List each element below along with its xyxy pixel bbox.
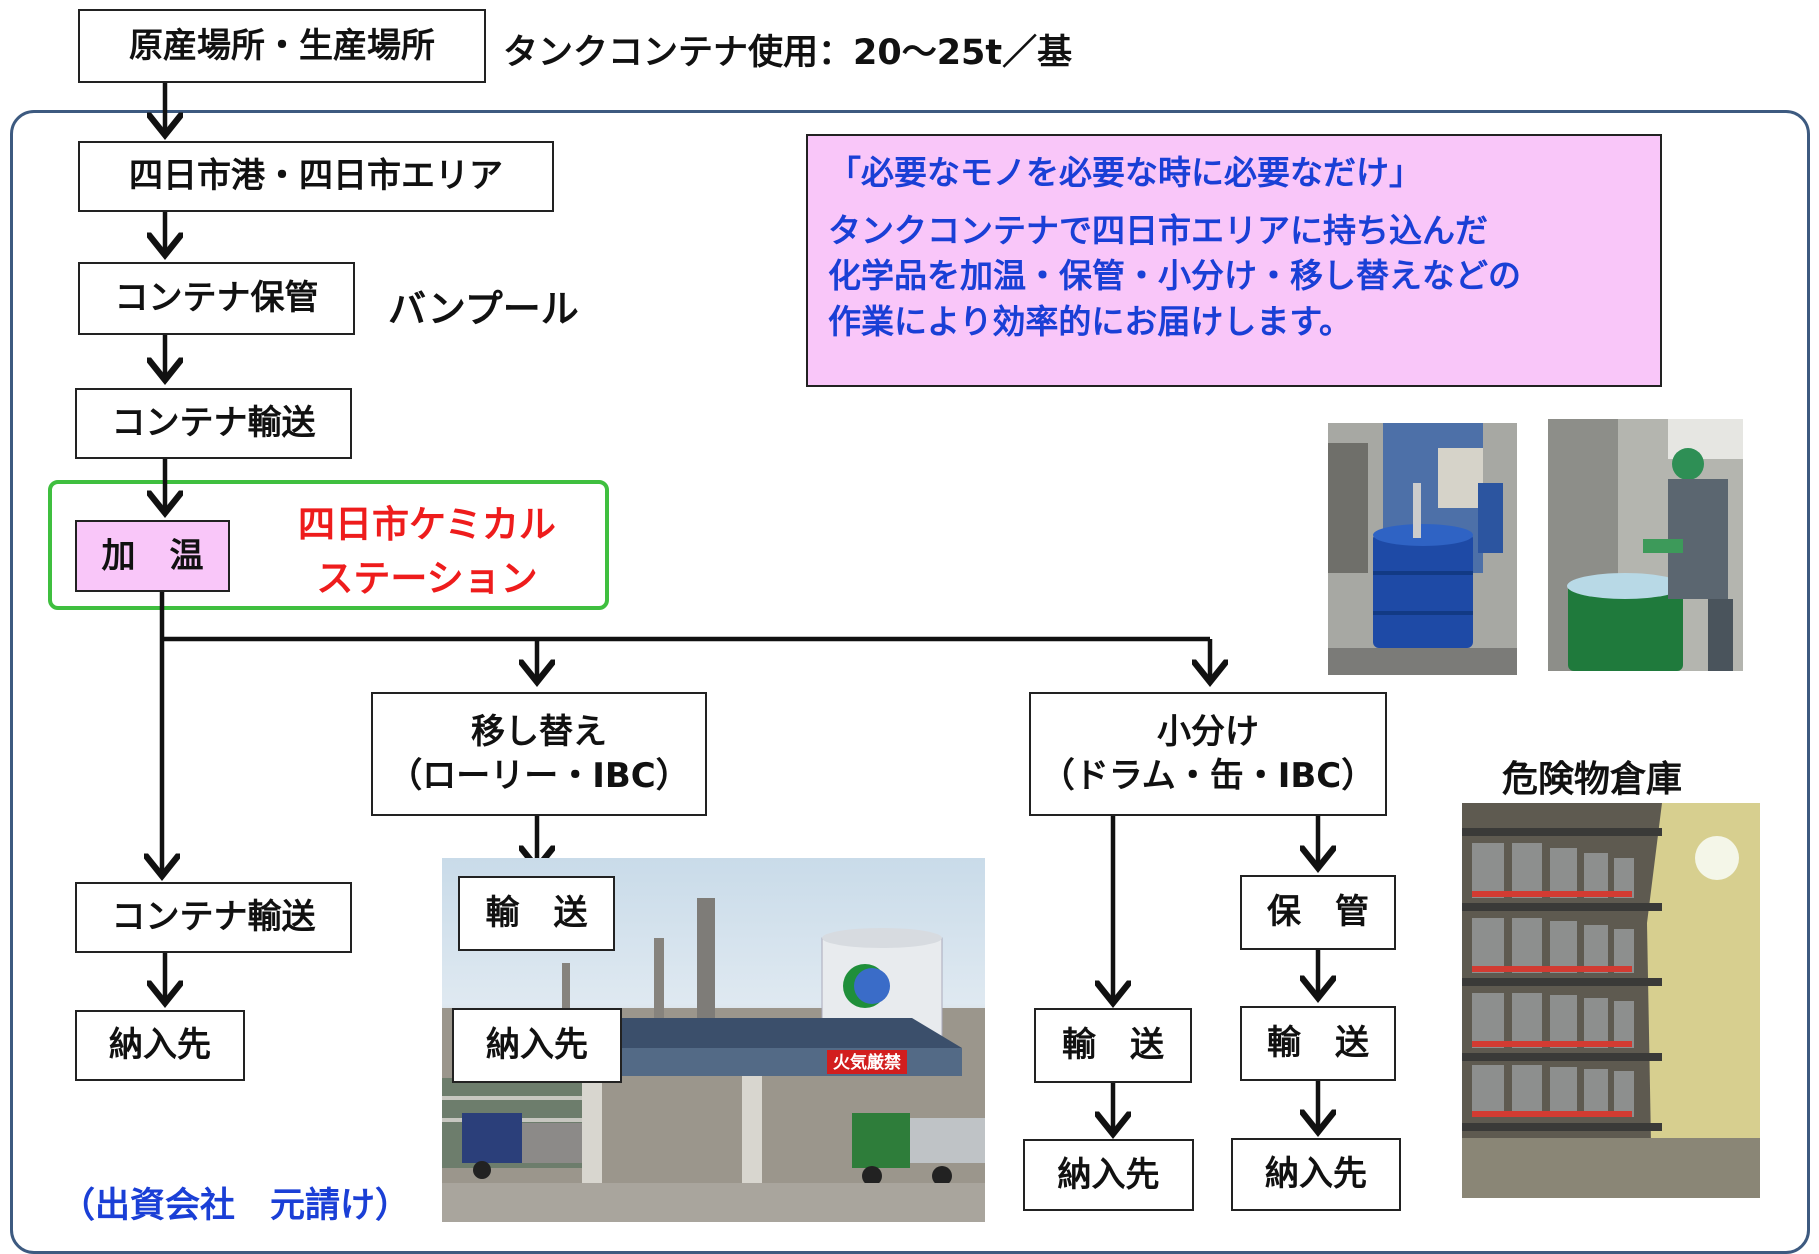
tank-note: タンクコンテナ使用：20～25t／基 [503, 33, 1073, 73]
split-transport-label: 輸 送 [1062, 1025, 1164, 1066]
transport-box: コンテナ輸送 [75, 388, 352, 459]
message-line3: 作業により効率的にお届けします。 [828, 301, 1353, 341]
message-line2: 化学品を加温・保管・小分け・移し替えなどの [828, 256, 1521, 296]
split-delivery-label: 納入先 [1057, 1154, 1160, 1195]
heating-box: 加 温 [75, 520, 230, 592]
keep-transport-box: 輸 送 [1240, 1006, 1396, 1081]
transfer-box: 移し替え （ローリー・IBC） [371, 692, 707, 816]
keep-label: 保 管 [1267, 892, 1369, 933]
keep-delivery-box: 納入先 [1231, 1138, 1401, 1211]
message-line1: タンクコンテナで四日市エリアに持ち込んだ [828, 210, 1488, 250]
drum-filling-photo [1328, 423, 1517, 675]
split-box: 小分け （ドラム・缶・IBC） [1029, 692, 1387, 816]
station-line1: 四日市ケミカル [298, 503, 556, 546]
investor-note: （出資会社 元請け） [60, 1186, 411, 1226]
split-transport-box: 輸 送 [1034, 1008, 1192, 1083]
transport-label: コンテナ輸送 [111, 403, 316, 444]
outer-frame [10, 110, 1810, 1254]
heating-label: 加 温 [101, 535, 204, 576]
storage-box: コンテナ保管 [78, 262, 355, 335]
left-delivery-label: 納入先 [109, 1025, 211, 1066]
station-line2: ステーション [316, 556, 538, 600]
warehouse-drawing [1462, 803, 1760, 1198]
transfer-delivery-box: 納入先 [452, 1008, 622, 1083]
transfer-line1: 移し替え [471, 711, 607, 752]
source-box: 原産場所・生産場所 [78, 9, 486, 83]
split-line2: （ドラム・缶・IBC） [1040, 756, 1376, 796]
port-label: 四日市港・四日市エリア [129, 156, 503, 197]
chemical-station-frame [48, 480, 609, 610]
keep-transport-label: 輸 送 [1267, 1023, 1369, 1064]
keep-box: 保 管 [1240, 875, 1396, 950]
transfer-line2: （ローリー・IBC） [388, 756, 690, 796]
left-transport-label: コンテナ輸送 [111, 897, 316, 938]
split-line1: 小分け [1157, 711, 1259, 752]
left-transport-box: コンテナ輸送 [75, 882, 352, 953]
source-label: 原産場所・生産場所 [129, 25, 435, 66]
transfer-transport-label: 輸 送 [485, 893, 588, 934]
port-box: 四日市港・四日市エリア [78, 141, 554, 212]
warehouse-photo [1462, 803, 1760, 1198]
message-box: 「必要なモノを必要な時に必要なだけ」 タンクコンテナで四日市エリアに持ち込んだ … [806, 134, 1662, 387]
warehouse-label: 危険物倉庫 [1502, 759, 1683, 800]
fire-warning-sign: 火気厳禁 [833, 1052, 901, 1073]
message-slogan: 「必要なモノを必要な時に必要なだけ」 [828, 153, 1422, 192]
split-delivery-box: 納入先 [1023, 1139, 1194, 1211]
worker-drum-photo [1548, 419, 1743, 671]
storage-label: コンテナ保管 [114, 278, 319, 319]
worker-drum-drawing [1548, 419, 1743, 671]
keep-delivery-label: 納入先 [1265, 1154, 1367, 1195]
transfer-delivery-label: 納入先 [486, 1025, 588, 1066]
chemical-station-title: 四日市ケミカル ステーション [282, 498, 572, 605]
transfer-transport-box: 輸 送 [458, 876, 615, 951]
left-delivery-box: 納入先 [75, 1010, 245, 1081]
drum-filling-drawing [1328, 423, 1517, 675]
vanpool-note: バンプール [388, 287, 579, 331]
